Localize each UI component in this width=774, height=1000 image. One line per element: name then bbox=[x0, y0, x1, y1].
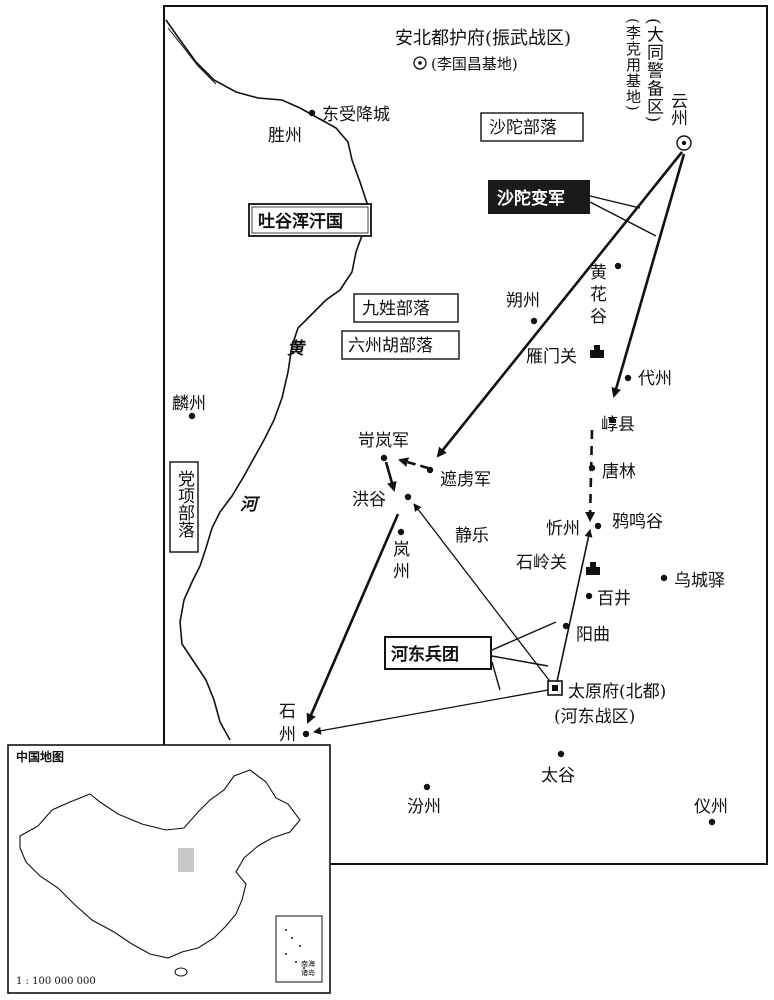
shatuo-tribe-box: 沙陀部落 bbox=[480, 112, 584, 142]
linzhou-label: 麟州 bbox=[172, 394, 206, 414]
svg-text:沙陀变军: 沙陀变军 bbox=[497, 188, 565, 209]
linzhou-dot bbox=[188, 412, 196, 420]
shatuo-army-label: 沙陀变军 bbox=[488, 180, 590, 214]
map-frame bbox=[163, 5, 768, 865]
hedong-zone-label: (河东战区) bbox=[554, 707, 635, 727]
south-sea-label-2: 诸岛 bbox=[301, 968, 315, 977]
svg-text:党项部落: 党项部落 bbox=[174, 470, 195, 538]
lanzhou-dot bbox=[397, 528, 405, 536]
svg-text:吐谷浑汗国: 吐谷浑汗国 bbox=[258, 211, 343, 232]
yellow-river-right-bank bbox=[167, 27, 217, 85]
river-label-huang: 黄 bbox=[287, 339, 307, 359]
yellow-river bbox=[165, 19, 369, 741]
kelanjun-dot bbox=[380, 454, 388, 462]
jiuxing-tribe-box: 九姓部落 bbox=[353, 293, 459, 323]
tanglin-dot bbox=[588, 464, 596, 472]
svg-text:河东兵团: 河东兵团 bbox=[391, 644, 459, 665]
liuzhou-tribe-box: 六州胡部落 bbox=[341, 330, 460, 360]
wuchengyi-dot bbox=[660, 574, 668, 582]
china-inset-map: 中国地图 南海 诸岛 1 : 100 000 000 bbox=[7, 744, 331, 994]
fenzhou-label: 汾州 bbox=[407, 797, 441, 817]
inset-scale: 1 : 100 000 000 bbox=[16, 976, 96, 987]
shatuo-routes bbox=[384, 151, 686, 522]
li-keyong-base-label: (李克用基地) bbox=[624, 18, 642, 112]
south-sea-islands bbox=[285, 929, 305, 969]
honggu-dot bbox=[404, 493, 412, 501]
huanghuagu-label-1: 黄 bbox=[590, 263, 607, 283]
lanzhou-label-1: 岚 bbox=[393, 540, 410, 560]
south-sea-label-1: 南海 bbox=[301, 959, 315, 968]
taigu-dot bbox=[557, 750, 565, 758]
yanmenguan-label: 雁门关 bbox=[526, 347, 577, 367]
hedong-army-label: 河东兵团 bbox=[384, 636, 492, 670]
yaminggu-label: 鸦鸣谷 bbox=[612, 512, 663, 532]
callout-lines bbox=[491, 195, 657, 691]
baijing-dot bbox=[585, 592, 593, 600]
svg-text:九姓部落: 九姓部落 bbox=[362, 299, 430, 319]
yangqu-label: 阳曲 bbox=[576, 625, 610, 645]
daizhou-dot bbox=[624, 374, 632, 382]
tanglin-label: 唐林 bbox=[602, 461, 636, 482]
shizhou-dot bbox=[302, 730, 310, 738]
highlight-region bbox=[178, 848, 194, 872]
yanmenguan-pass-symbol bbox=[590, 345, 604, 358]
li-guochang-base-label: (李国昌基地) bbox=[431, 55, 518, 73]
zheluojun-label: 遮虏军 bbox=[440, 470, 491, 490]
shuozhou-label: 朔州 bbox=[506, 291, 540, 311]
inset-title: 中国地图 bbox=[16, 749, 64, 764]
huanghuagu-label-2: 花 bbox=[590, 285, 607, 305]
city-dots bbox=[188, 109, 716, 826]
shizhou-label-1: 石 bbox=[279, 702, 296, 722]
protectorate-base-symbol bbox=[413, 56, 427, 70]
zheluojun-dot bbox=[426, 466, 434, 474]
lanzhou-label-2: 州 bbox=[393, 562, 410, 582]
dongshoujiang-label: 东受降城 bbox=[322, 105, 390, 125]
shizhou-label-2: 州 bbox=[279, 725, 296, 745]
fenzhou-dot bbox=[423, 783, 431, 791]
yunzhou-label: 云州 bbox=[667, 92, 688, 126]
taiyuan-capital-symbol bbox=[547, 680, 563, 696]
protectorate-label: 安北都护府(振武战区) bbox=[395, 28, 571, 49]
huanghuagu-dot bbox=[614, 262, 622, 270]
svg-text:六州胡部落: 六州胡部落 bbox=[348, 336, 433, 356]
shuozhou-dot bbox=[530, 317, 538, 325]
chunxian-dot bbox=[608, 416, 616, 424]
shengzhou-label: 胜州 bbox=[268, 126, 302, 146]
xinzhou-dot bbox=[594, 522, 602, 530]
chunxian-label: 崞县 bbox=[601, 415, 635, 435]
dangxiang-tribe-box: 党项部落 bbox=[169, 461, 199, 553]
china-outline bbox=[19, 769, 301, 959]
wuchengyi-label: 乌城驿 bbox=[674, 571, 725, 591]
yangqu-dot bbox=[562, 622, 570, 630]
hedong-routes bbox=[306, 503, 593, 735]
tuyuhun-khanate-box: 吐谷浑汗国 bbox=[248, 203, 372, 237]
daizhou-label: 代州 bbox=[638, 369, 672, 389]
yizhou-label: 仪州 bbox=[694, 797, 728, 817]
hainan-island bbox=[174, 967, 188, 977]
honggu-label: 洪谷 bbox=[352, 490, 386, 510]
yizhou-dot bbox=[708, 818, 716, 826]
kelanjun-label: 岢岚军 bbox=[358, 431, 409, 451]
taiyuan-label: 太原府(北都) bbox=[568, 682, 666, 702]
south-sea-inset bbox=[275, 915, 323, 983]
xinzhou-label: 忻州 bbox=[546, 519, 580, 539]
river-label-he: 河 bbox=[240, 495, 261, 515]
dongshoujiang-dot bbox=[308, 109, 316, 117]
taigu-label: 太谷 bbox=[541, 766, 575, 786]
huanghuagu-label-3: 谷 bbox=[590, 307, 607, 327]
baijing-label: 百井 bbox=[597, 589, 631, 609]
yunzhou-symbol bbox=[676, 135, 692, 151]
shilingguan-label: 石岭关 bbox=[516, 553, 567, 573]
datong-garrison-label: (大同警备区) bbox=[643, 18, 664, 123]
svg-text:沙陀部落: 沙陀部落 bbox=[489, 118, 557, 138]
shilingguan-pass-symbol bbox=[586, 562, 600, 575]
jingle-label: 静乐 bbox=[455, 526, 489, 546]
